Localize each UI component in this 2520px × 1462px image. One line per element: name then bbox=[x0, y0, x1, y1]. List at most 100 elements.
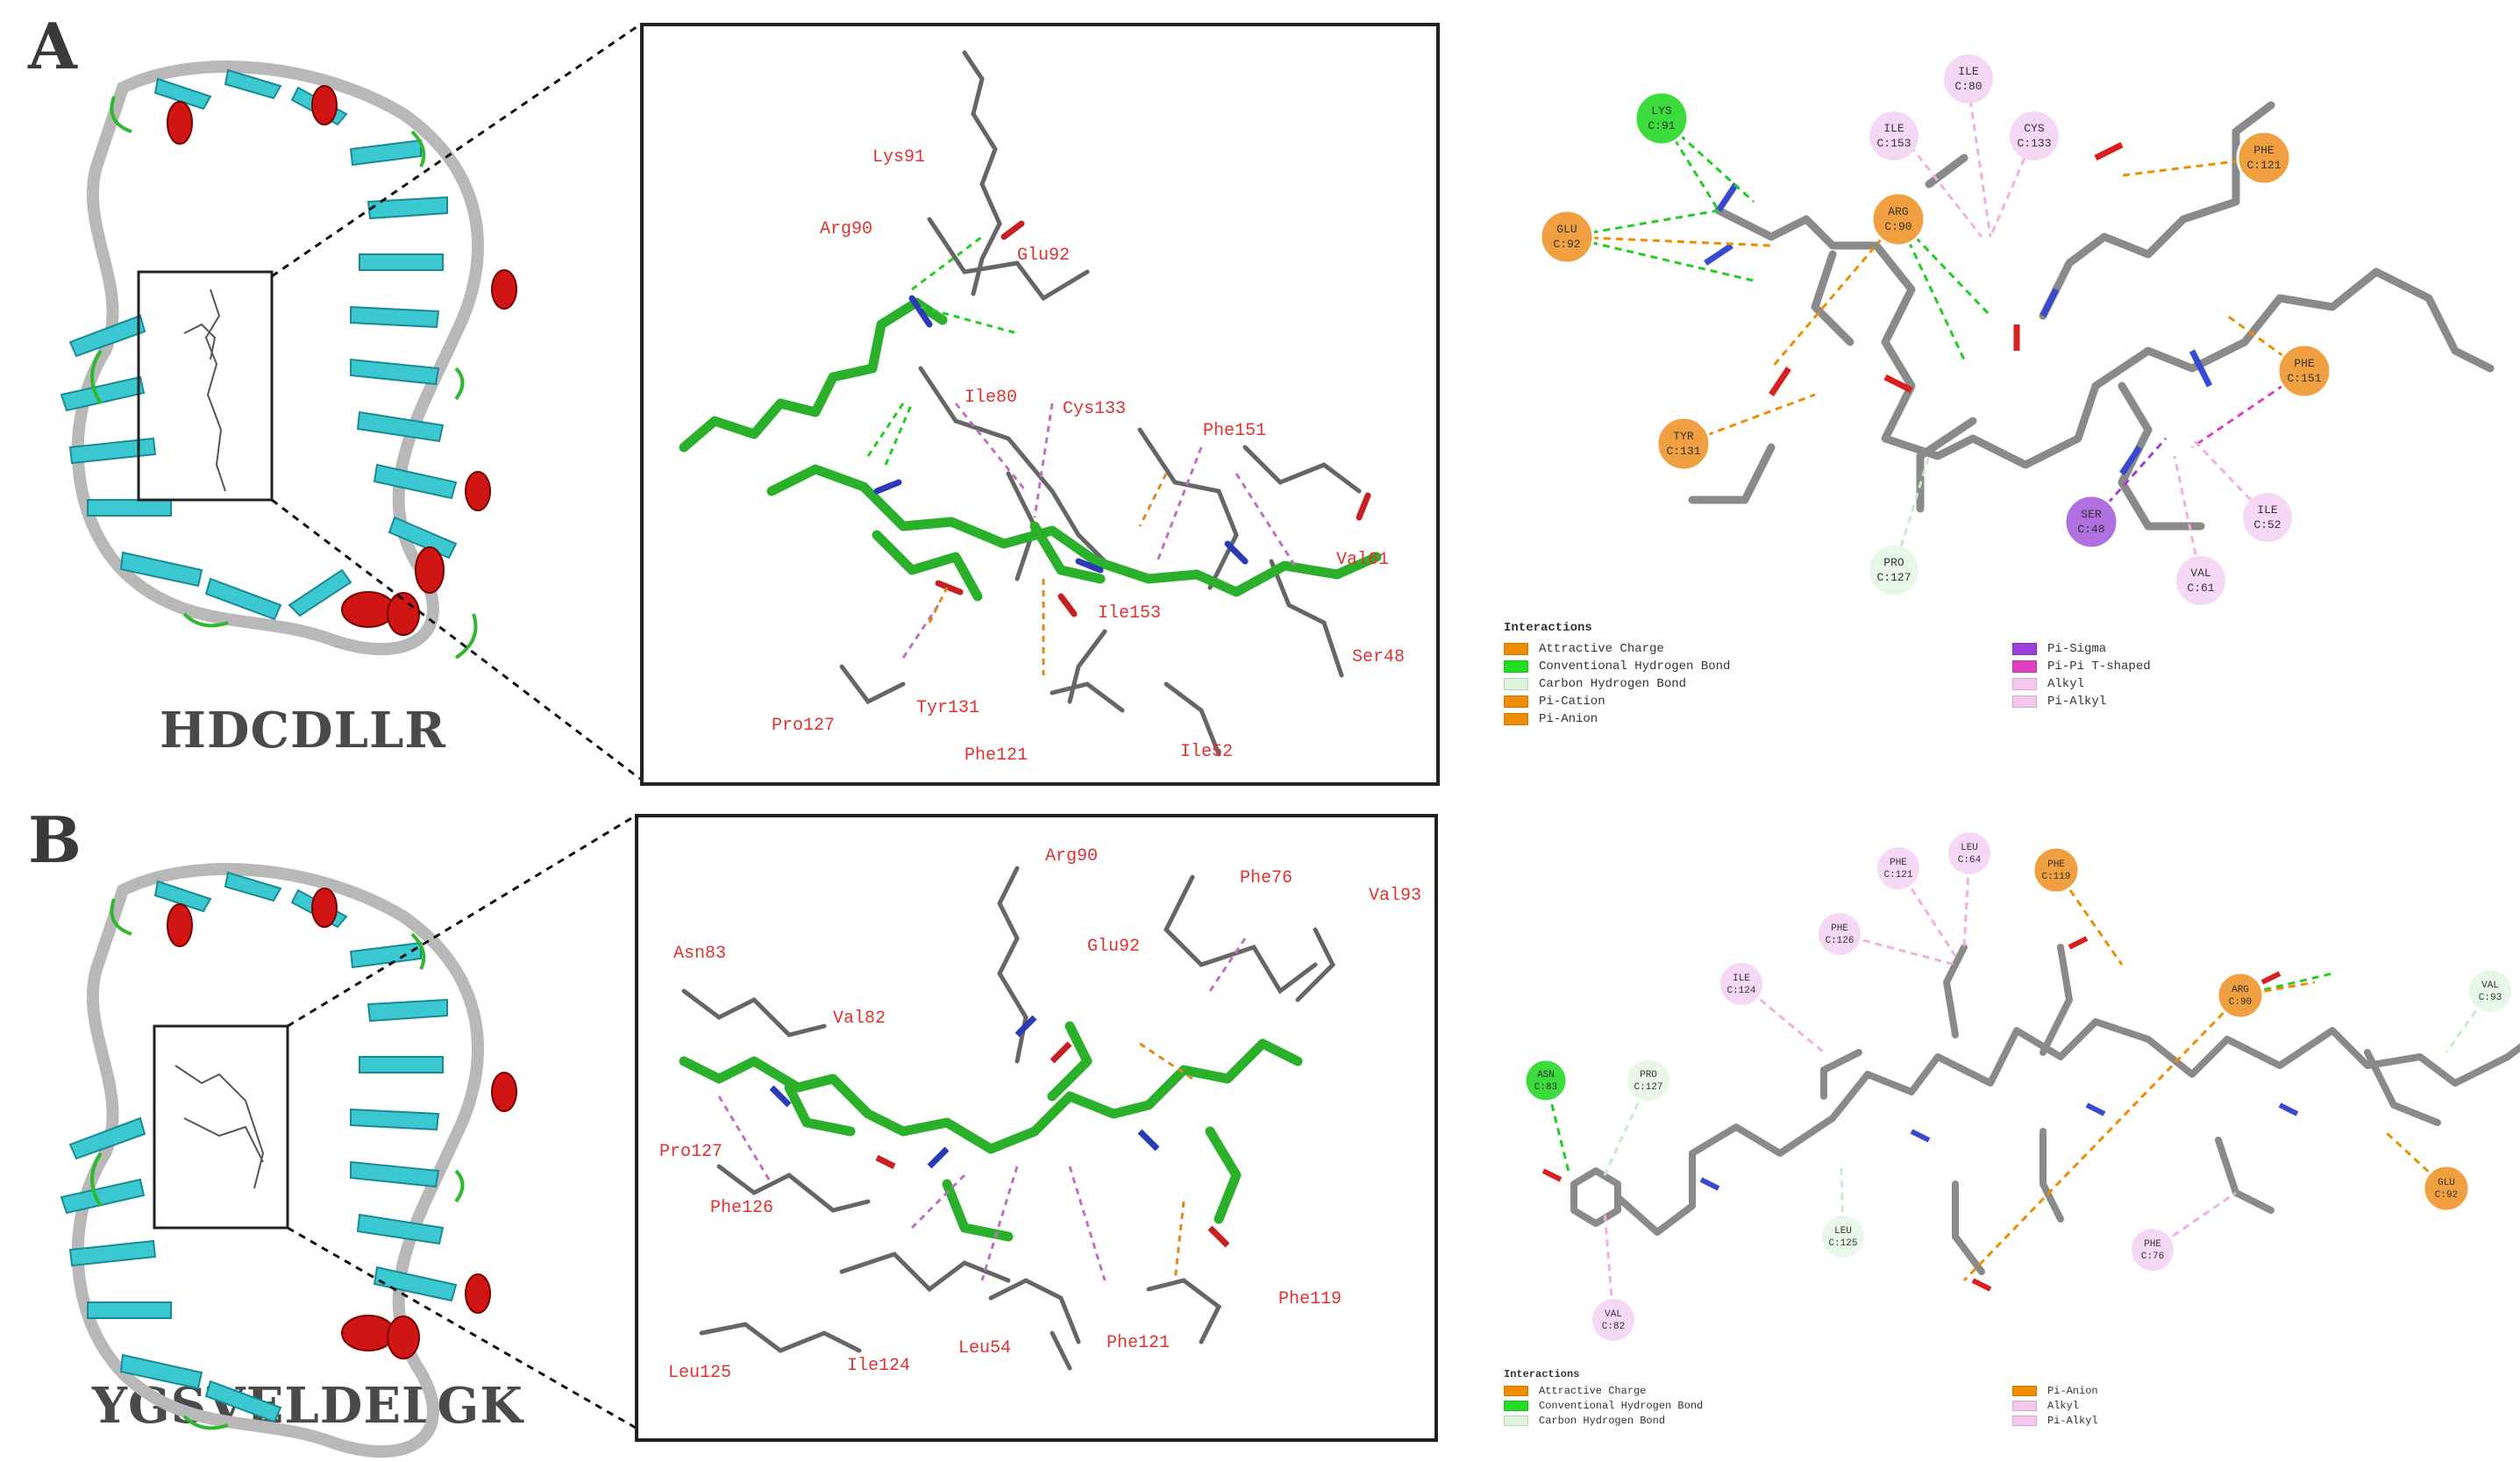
legend-item: Attractive Charge bbox=[1504, 1383, 2012, 1398]
svg-text:LYS: LYS bbox=[1651, 104, 1672, 118]
legend-item: Pi-Anion bbox=[2012, 1383, 2098, 1398]
legend-item: Pi-Alkyl bbox=[2012, 693, 2151, 710]
residue-label: Phe151 bbox=[1203, 421, 1267, 441]
residue-label: Val93 bbox=[1369, 886, 1422, 906]
svg-text:C:127: C:127 bbox=[1876, 571, 1911, 584]
svg-text:GLU: GLU bbox=[1556, 223, 1577, 236]
svg-text:PHE: PHE bbox=[2294, 357, 2315, 370]
svg-text:C:61: C:61 bbox=[2187, 581, 2214, 595]
legend-swatch bbox=[2012, 643, 2037, 655]
svg-text:PHE: PHE bbox=[1831, 924, 1848, 934]
legend-swatch bbox=[1504, 678, 1528, 690]
legend-swatch bbox=[2012, 1415, 2037, 1426]
residue-node-pro127: PRO C:127 bbox=[1869, 546, 1918, 595]
legend-swatch bbox=[2012, 678, 2037, 690]
residue-node-glu92: GLU C:92 bbox=[1539, 209, 1595, 265]
svg-text:CYS: CYS bbox=[2024, 122, 2045, 135]
legend-item: Conventional Hydrogen Bond bbox=[1504, 658, 2012, 675]
residue-label: Asn83 bbox=[673, 944, 727, 964]
residue-node-phe76: PHE C:76 bbox=[2132, 1229, 2174, 1271]
legend-item: Carbon Hydrogen Bond bbox=[1504, 675, 2012, 693]
legend-swatch bbox=[1504, 1385, 1528, 1396]
svg-text:LEU: LEU bbox=[1834, 1226, 1852, 1237]
svg-text:C:90: C:90 bbox=[1884, 220, 1911, 233]
legend-swatch bbox=[1504, 713, 1528, 725]
residue-label: Arg90 bbox=[820, 219, 873, 239]
residue-label: Cys133 bbox=[1063, 399, 1127, 419]
residue-label: Ser48 bbox=[1352, 647, 1406, 667]
svg-text:C:125: C:125 bbox=[1828, 1238, 1857, 1249]
panel-a-legend: Interactions Attractive Charge Conventio… bbox=[1504, 621, 2293, 728]
svg-text:TYR: TYR bbox=[1673, 430, 1694, 443]
svg-text:C:92: C:92 bbox=[2435, 1190, 2458, 1201]
legend-swatch bbox=[1504, 1400, 1528, 1411]
svg-text:C:76: C:76 bbox=[2141, 1252, 2164, 1262]
svg-text:C:133: C:133 bbox=[2017, 137, 2051, 150]
svg-text:PHE: PHE bbox=[1890, 858, 1907, 868]
residue-label: Phe121 bbox=[1107, 1333, 1171, 1353]
svg-text:C:121: C:121 bbox=[2246, 159, 2281, 172]
legend-swatch bbox=[2012, 1400, 2037, 1411]
svg-text:C:151: C:151 bbox=[2287, 372, 2321, 385]
legend-item: Carbon Hydrogen Bond bbox=[1504, 1413, 2012, 1428]
residue-label: Arg90 bbox=[1045, 846, 1099, 867]
svg-text:ILE: ILE bbox=[1883, 122, 1904, 135]
svg-text:C:127: C:127 bbox=[1634, 1082, 1662, 1093]
residue-label: Ile153 bbox=[1098, 603, 1162, 624]
svg-text:C:91: C:91 bbox=[1648, 119, 1675, 132]
legend-item: Pi-Alkyl bbox=[2012, 1413, 2098, 1428]
legend-item: Alkyl bbox=[2012, 1398, 2098, 1413]
residue-label: Phe119 bbox=[1278, 1289, 1342, 1309]
residue-label: Tyr131 bbox=[916, 698, 980, 718]
residue-label: Lys91 bbox=[872, 147, 926, 168]
svg-text:C:48: C:48 bbox=[2077, 523, 2104, 536]
svg-text:PRO: PRO bbox=[1883, 556, 1904, 569]
residue-node-phe121: PHE C:121 bbox=[1877, 847, 1919, 889]
residue-node-arg90: ARG C:90 bbox=[1870, 191, 1926, 247]
panel-b-zoom-box bbox=[635, 814, 1438, 1442]
svg-text:C:131: C:131 bbox=[1666, 445, 1700, 458]
svg-text:VAL: VAL bbox=[2190, 567, 2210, 580]
legend-swatch bbox=[2012, 660, 2037, 673]
svg-text:C:52: C:52 bbox=[2253, 518, 2281, 531]
panel-b-letter: B bbox=[28, 802, 82, 877]
svg-text:ARG: ARG bbox=[1888, 205, 1908, 218]
residue-label: Ile124 bbox=[847, 1356, 911, 1376]
legend-swatch bbox=[2012, 695, 2037, 708]
legend-item: Conventional Hydrogen Bond bbox=[1504, 1398, 2012, 1413]
svg-text:C:80: C:80 bbox=[1954, 80, 1982, 93]
residue-label: Pro127 bbox=[659, 1142, 723, 1162]
legend-title: Interactions bbox=[1504, 1368, 1580, 1380]
panel-a-peptide-name: HDCDLLR bbox=[160, 702, 446, 760]
residue-label: Leu54 bbox=[958, 1338, 1012, 1359]
svg-text:C:92: C:92 bbox=[1553, 238, 1580, 251]
svg-text:C:121: C:121 bbox=[1883, 870, 1912, 881]
residue-node-cys133: CYS C:133 bbox=[2010, 111, 2059, 160]
legend-swatch bbox=[1504, 695, 1528, 708]
legend-item: Alkyl bbox=[2012, 675, 2151, 693]
residue-label: Leu125 bbox=[668, 1363, 732, 1383]
legend-swatch bbox=[1504, 643, 1528, 655]
residue-label: Phe126 bbox=[710, 1198, 774, 1218]
svg-text:C:82: C:82 bbox=[1602, 1322, 1625, 1332]
svg-text:VAL: VAL bbox=[1605, 1309, 1622, 1320]
svg-text:C:124: C:124 bbox=[1726, 986, 1755, 996]
svg-text:C:153: C:153 bbox=[1876, 137, 1911, 150]
residue-label: Ile80 bbox=[965, 388, 1018, 408]
svg-text:ASN: ASN bbox=[1537, 1070, 1555, 1080]
legend-item: Pi-Sigma bbox=[2012, 640, 2151, 658]
svg-text:SER: SER bbox=[2081, 508, 2102, 521]
legend-swatch bbox=[1504, 660, 1528, 673]
svg-text:C:126: C:126 bbox=[1825, 936, 1854, 946]
svg-text:PHE: PHE bbox=[2144, 1239, 2161, 1250]
svg-text:C:93: C:93 bbox=[2479, 993, 2502, 1003]
legend-swatch bbox=[2012, 1385, 2037, 1396]
panel-a-letter: A bbox=[28, 9, 77, 83]
